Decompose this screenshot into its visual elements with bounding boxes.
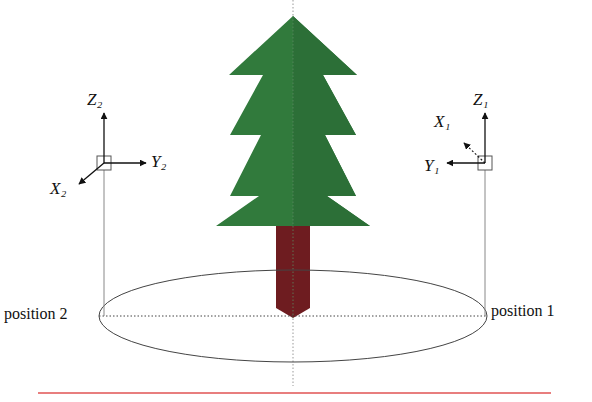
axis-label: Y₂ bbox=[151, 153, 166, 172]
axis-arrow bbox=[104, 162, 146, 163]
position-label: position 2 bbox=[4, 305, 68, 323]
camera-post bbox=[485, 170, 486, 316]
axis-label: X₂ bbox=[50, 180, 66, 199]
axis-label: Y₁ bbox=[424, 157, 439, 176]
axis-label: Z₂ bbox=[87, 91, 102, 110]
axis-arrow-dashed bbox=[464, 143, 485, 163]
axis-label: Z₁ bbox=[473, 91, 488, 110]
axis-arrow bbox=[103, 113, 104, 163]
camera-post bbox=[104, 170, 105, 316]
axis-arrow bbox=[447, 162, 485, 163]
tree-foliage-shade bbox=[293, 16, 370, 226]
orbit-ellipse bbox=[99, 270, 487, 362]
axis-label: X₁ bbox=[434, 113, 450, 132]
ground-line bbox=[38, 392, 551, 394]
symmetry-axis-over bbox=[293, 16, 294, 318]
position-label: position 1 bbox=[491, 302, 555, 320]
axis-arrow bbox=[484, 113, 485, 163]
diameter-line bbox=[99, 316, 487, 317]
axis-arrow bbox=[79, 163, 104, 184]
